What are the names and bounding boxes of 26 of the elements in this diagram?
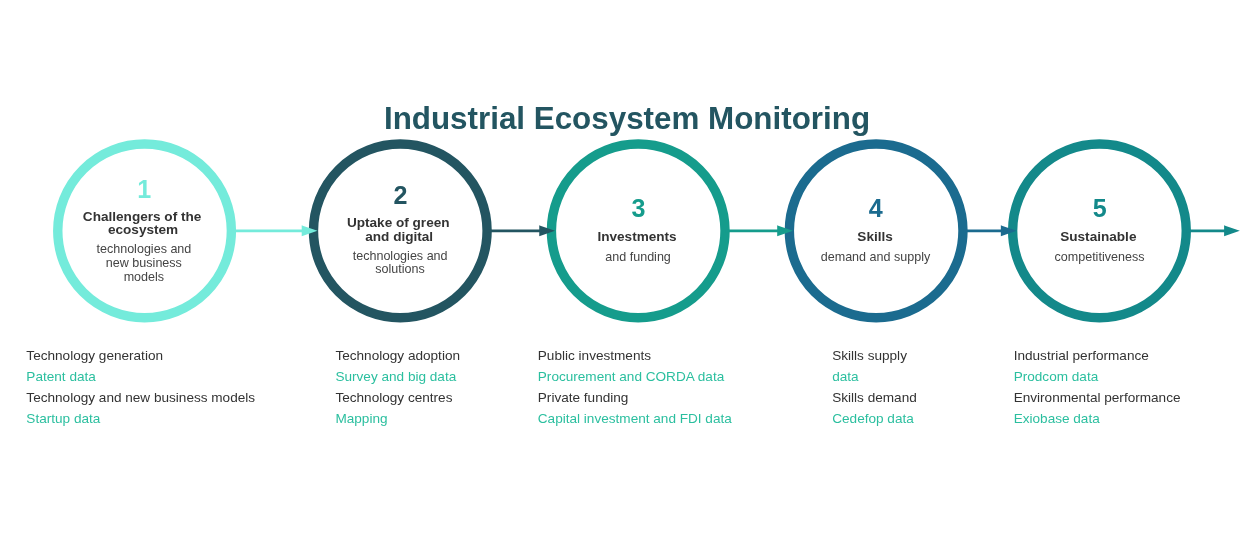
- node-label: Environmental performance: [1013, 389, 1181, 405]
- node-label: Technology generation: [26, 347, 164, 363]
- node-label: Skills demand: [832, 389, 917, 405]
- node-label: Patent data: [26, 368, 96, 384]
- diagram-title: Industrial Ecosystem Monitoring: [383, 100, 871, 136]
- node-label: Cedefop data: [832, 410, 914, 426]
- node-label: Procurement and CORDA data: [537, 368, 725, 384]
- node-label: Private funding: [537, 389, 629, 405]
- node-label: Technology centres: [335, 389, 453, 405]
- node-circle: 2 Uptake of green and digital technologies and solutions: [308, 138, 492, 322]
- node-label: Industrial performance: [1013, 347, 1149, 363]
- node-label: Technology and new business models: [26, 389, 256, 405]
- node-label: Capital investment and FDI data: [537, 410, 732, 426]
- node-label: Startup data: [26, 410, 101, 426]
- node-label: Technology adoption: [335, 347, 460, 363]
- node-circle: 4 Skills demand and supply: [784, 138, 968, 322]
- node-label: Skills supply: [832, 347, 907, 363]
- node-label: Exiobase data: [1013, 410, 1100, 426]
- node-label: Survey and big data: [335, 368, 457, 384]
- node-circle: 5 Sustainable competitiveness: [1007, 138, 1191, 322]
- node-label: Mapping: [335, 410, 388, 426]
- node-circle: 3 Investments and funding: [546, 138, 730, 322]
- node-label: data: [832, 368, 859, 384]
- node-label: Public investments: [537, 347, 652, 363]
- node-label: Prodcom data: [1013, 368, 1099, 384]
- node-circle: 1 Challengers of the ecosystem technologies and new business models: [53, 138, 237, 322]
